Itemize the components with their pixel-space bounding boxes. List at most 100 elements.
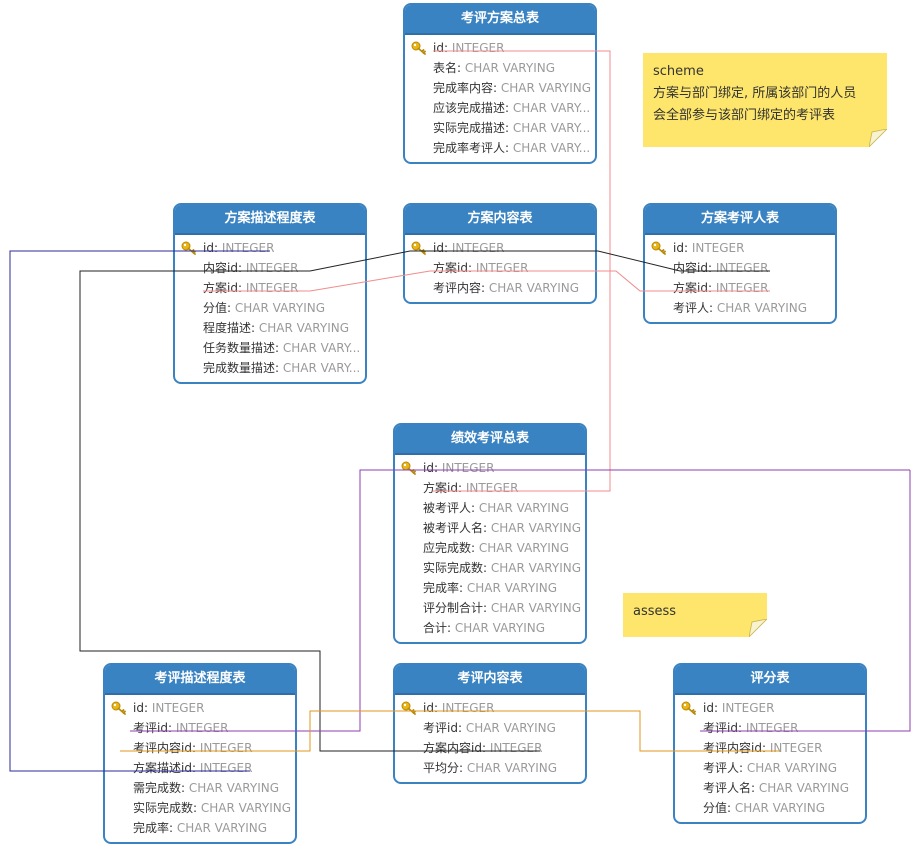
field-type: INTEGER: [475, 261, 529, 275]
field-name: 实际完成描述: [433, 121, 506, 135]
field-name: id: [423, 701, 434, 715]
field-row[interactable]: 分值: CHAR VARYING: [175, 298, 365, 318]
field-row[interactable]: 考评内容: CHAR VARYING: [405, 278, 595, 298]
field-row[interactable]: 被考评人: CHAR VARYING: [395, 498, 585, 518]
field-name: 完成率考评人: [433, 141, 506, 155]
field-name: 任务数量描述: [203, 341, 276, 355]
field-type: INTEGER: [489, 741, 543, 755]
field-name: 方案id: [673, 281, 708, 295]
field-row[interactable]: id: INTEGER: [405, 38, 595, 58]
field-name: id: [423, 461, 434, 475]
table-title: 方案考评人表: [645, 205, 835, 235]
table-title: 考评描述程度表: [105, 665, 295, 695]
field-separator: :: [237, 261, 246, 275]
field-separator: :: [251, 321, 259, 335]
field-type: INTEGER: [721, 701, 775, 715]
field-row[interactable]: 程度描述: CHAR VARYING: [175, 318, 365, 338]
field-separator: :: [275, 341, 283, 355]
field-type: CHAR VARYING: [464, 61, 556, 75]
field-row[interactable]: id: INTEGER: [175, 238, 365, 258]
table-title: 考评内容表: [395, 665, 585, 695]
field-name: 方案描述id: [133, 761, 192, 775]
field-row[interactable]: 考评人名: CHAR VARYING: [675, 778, 865, 798]
field-row[interactable]: 平均分: CHAR VARYING: [395, 758, 585, 778]
primary-key-icon: [411, 241, 426, 255]
field-separator: :: [493, 81, 501, 95]
field-row[interactable]: 方案id: INTEGER: [175, 278, 365, 298]
field-row[interactable]: 内容id: INTEGER: [645, 258, 835, 278]
field-name: 表名: [433, 61, 458, 75]
field-row[interactable]: 分值: CHAR VARYING: [675, 798, 865, 818]
table-title: 评分表: [675, 665, 865, 695]
field-row[interactable]: 完成率内容: CHAR VARYING: [405, 78, 595, 98]
field-row[interactable]: id: INTEGER: [395, 458, 585, 478]
field-type: CHAR VARY...: [282, 361, 361, 375]
field-type: INTEGER: [451, 241, 505, 255]
field-row[interactable]: 完成率: CHAR VARYING: [105, 818, 295, 838]
field-name: 方案id: [433, 261, 468, 275]
primary-key-icon: [651, 241, 666, 255]
field-row[interactable]: 完成率: CHAR VARYING: [395, 578, 585, 598]
field-row[interactable]: 实际完成描述: CHAR VARY...: [405, 118, 595, 138]
field-row[interactable]: 方案id: INTEGER: [405, 258, 595, 278]
field-name: 考评内容: [433, 281, 482, 295]
field-row[interactable]: 完成率考评人: CHAR VARY...: [405, 138, 595, 158]
field-separator: :: [707, 281, 716, 295]
field-row[interactable]: id: INTEGER: [645, 238, 835, 258]
field-row[interactable]: id: INTEGER: [105, 698, 295, 718]
field-row[interactable]: 被考评人名: CHAR VARYING: [395, 518, 585, 538]
field-row[interactable]: 表名: CHAR VARYING: [405, 58, 595, 78]
field-separator: :: [505, 101, 513, 115]
field-separator: :: [191, 761, 200, 775]
field-row[interactable]: 实际完成数: CHAR VARYING: [105, 798, 295, 818]
field-row[interactable]: 方案id: INTEGER: [645, 278, 835, 298]
field-row[interactable]: 考评内容id: INTEGER: [105, 738, 295, 758]
field-row[interactable]: 考评id: INTEGER: [675, 718, 865, 738]
field-row[interactable]: 需完成数: CHAR VARYING: [105, 778, 295, 798]
field-row[interactable]: 合计: CHAR VARYING: [395, 618, 585, 638]
field-row[interactable]: 评分制合计: CHAR VARYING: [395, 598, 585, 618]
field-separator: :: [483, 601, 491, 615]
note-assess[interactable]: assess: [623, 593, 767, 637]
note-title: assess: [633, 604, 677, 619]
field-row[interactable]: 应该完成描述: CHAR VARY...: [405, 98, 595, 118]
table-title: 方案描述程度表: [175, 205, 365, 235]
field-name: 考评内容id: [133, 741, 192, 755]
field-row[interactable]: 方案内容id: INTEGER: [395, 738, 585, 758]
field-row[interactable]: id: INTEGER: [395, 698, 585, 718]
field-separator: :: [683, 241, 692, 255]
field-row[interactable]: 考评内容id: INTEGER: [675, 738, 865, 758]
field-separator: :: [237, 281, 246, 295]
field-row[interactable]: 方案id: INTEGER: [395, 478, 585, 498]
field-row[interactable]: id: INTEGER: [675, 698, 865, 718]
field-row[interactable]: 考评id: CHAR VARYING: [395, 718, 585, 738]
field-row[interactable]: 考评id: INTEGER: [105, 718, 295, 738]
field-type: CHAR VARYING: [716, 301, 808, 315]
field-name: 被考评人: [423, 501, 472, 515]
field-separator: :: [739, 761, 747, 775]
primary-key-icon: [181, 241, 196, 255]
field-separator: :: [505, 121, 513, 135]
field-row[interactable]: 方案描述id: INTEGER: [105, 758, 295, 778]
field-row[interactable]: 考评人: CHAR VARYING: [645, 298, 835, 318]
field-row[interactable]: 完成数量描述: CHAR VARY...: [175, 358, 365, 378]
field-separator: :: [227, 301, 235, 315]
field-row[interactable]: 任务数量描述: CHAR VARY...: [175, 338, 365, 358]
field-name: 考评id: [133, 721, 168, 735]
field-row[interactable]: id: INTEGER: [405, 238, 595, 258]
note-fold-corner: [749, 619, 767, 637]
field-separator: :: [727, 801, 735, 815]
field-row[interactable]: 应完成数: CHAR VARYING: [395, 538, 585, 558]
field-row[interactable]: 考评人: CHAR VARYING: [675, 758, 865, 778]
field-row[interactable]: 内容id: INTEGER: [175, 258, 365, 278]
field-row[interactable]: 实际完成数: CHAR VARYING: [395, 558, 585, 578]
